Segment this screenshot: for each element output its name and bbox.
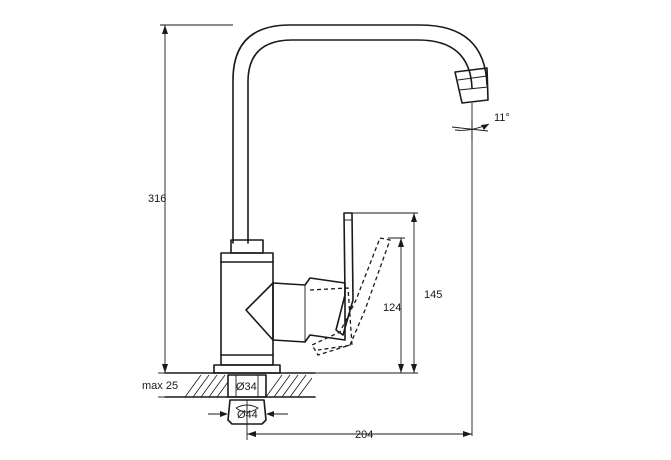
lever-height-outer-label: 145 (424, 289, 442, 301)
spout-angle-label: 11° (494, 112, 510, 124)
lever-open-dashed (309, 237, 391, 356)
lever-height-inner-label: 124 (383, 302, 401, 314)
dimension-lines (158, 24, 490, 440)
cartridge-housing (245, 277, 346, 343)
deck-section (164, 372, 316, 425)
total-height-label: 316 (148, 193, 166, 205)
faucet-body (213, 239, 281, 374)
dimension-labels: 316 145 124 max 25 Ø34 Ø44 204 11° (142, 112, 510, 441)
deck-hatching-left (184, 374, 229, 398)
spout-reach-label: 204 (355, 429, 373, 441)
spout (232, 24, 489, 244)
deck-hatching-right (265, 374, 313, 398)
max-deck-thickness-label: max 25 (142, 380, 178, 392)
hole-diameter-label: Ø44 (237, 409, 258, 421)
body-diameter-label: Ø34 (236, 381, 257, 393)
